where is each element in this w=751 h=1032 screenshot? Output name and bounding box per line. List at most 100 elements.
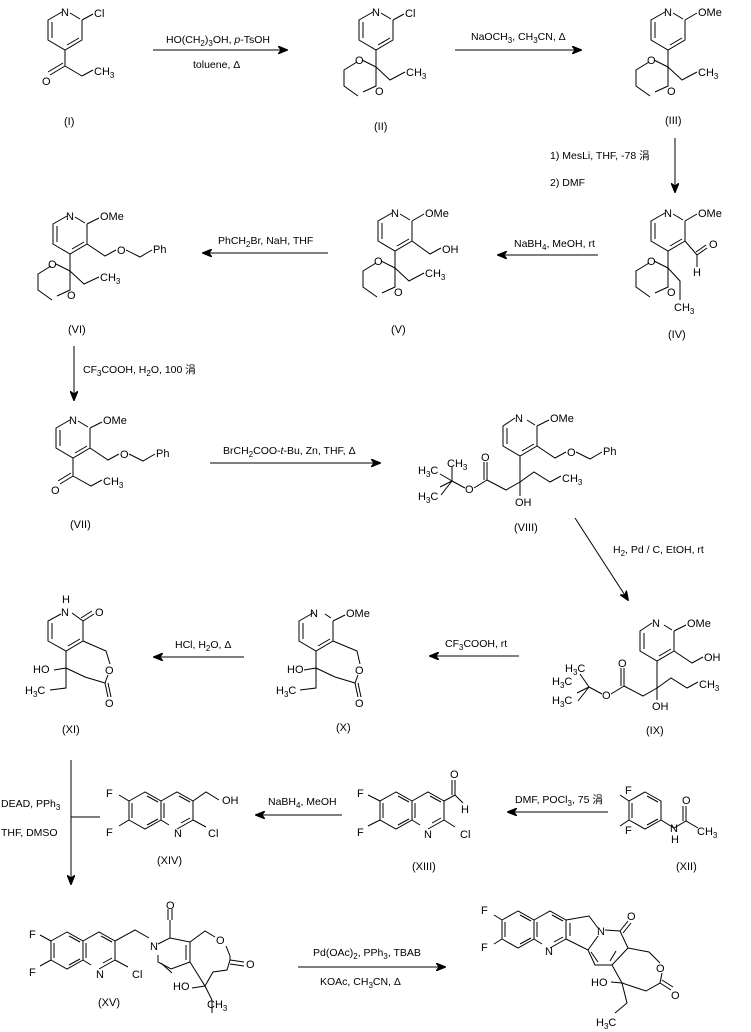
- atom-N: N: [664, 7, 672, 19]
- atom-N: N: [310, 608, 318, 620]
- atom-N: N: [424, 829, 432, 841]
- atom-N: N: [66, 211, 74, 223]
- compound-XI: H N O O O HO H3C (XI): [25, 594, 114, 736]
- atom-F: F: [481, 905, 488, 917]
- compound-XV: F F N Cl N O O O HO CH3 (XV): [29, 900, 255, 1013]
- atom-N: N: [515, 413, 523, 425]
- atom-H: H: [671, 834, 679, 846]
- reaction-condition-above: BrCH2COO-t-Bu, Zn, THF, Δ: [223, 445, 356, 459]
- compound-VII: N OMe O Ph O CH3 (VII): [51, 415, 169, 531]
- atom-O: O: [667, 86, 676, 98]
- reaction-arrow-9: CF3COOH, rt: [430, 638, 519, 656]
- atom-O: O: [667, 287, 676, 299]
- atom-O: O: [567, 447, 576, 459]
- atom-N: N: [69, 415, 77, 427]
- compound-label-VII: (VII): [70, 519, 91, 531]
- atom-O: O: [709, 239, 718, 251]
- atom-O: O: [618, 658, 627, 670]
- atom-N: N: [391, 208, 399, 220]
- atom-F: F: [481, 942, 488, 954]
- compound-label-X: (X): [336, 722, 351, 734]
- hydroxyl-group: OH: [704, 652, 721, 664]
- atom-N: N: [652, 618, 660, 630]
- atom-O: O: [120, 449, 129, 461]
- atom-O: O: [105, 698, 114, 710]
- methyl-group: CH3: [674, 302, 695, 316]
- hydroxyl-group: OH: [515, 497, 532, 509]
- reaction-condition-below: KOAc, CH3CN, Δ: [320, 976, 401, 990]
- reaction-condition-above: CF3COOH, rt: [445, 638, 507, 652]
- reaction-arrow-6: CF3COOH, H2O, 100 涓: [74, 346, 196, 400]
- atom-O: O: [48, 259, 57, 271]
- reaction-condition-above: Pd(OAc)2, PPh3, TBAB: [313, 947, 421, 961]
- compound-VIII: N OMe O Ph O O OH CH3 CH3 H3C H3C (VIII): [418, 413, 616, 534]
- compound-label-XIV: (XIV): [157, 855, 182, 867]
- atom-O: O: [647, 256, 656, 268]
- methyl-group: CH3: [94, 66, 115, 80]
- reaction-condition-above: DMF, POCl3, 75 涓: [515, 794, 603, 808]
- compound-VI: N OMe O Ph O O CH3 (VI): [37, 211, 166, 336]
- atom-O: O: [355, 698, 364, 710]
- atom-N: N: [372, 7, 380, 19]
- compound-label-VI: (VI): [68, 324, 86, 336]
- methyl-group: CH3: [207, 999, 228, 1013]
- compound-label-VIII: (VIII): [514, 522, 538, 534]
- compound-I: N Cl O CH3 (I): [42, 7, 115, 128]
- atom-O: O: [682, 795, 691, 807]
- hydroxyl-group: OH: [442, 244, 459, 256]
- methoxy-group: OMe: [100, 211, 124, 223]
- reaction-arrow-2: NaOCH3, CH3CN, Δ: [455, 31, 581, 50]
- compound-XIV: F F N Cl OH (XIV): [106, 788, 239, 867]
- compound-III: N OMe O O CH3 (III): [635, 7, 722, 127]
- methyl-group: CH3: [425, 268, 446, 282]
- methyl-group: H3C: [418, 465, 438, 479]
- methyl-group: CH3: [699, 679, 720, 693]
- atom-F: F: [625, 785, 632, 797]
- atom-Cl: Cl: [208, 828, 218, 840]
- reaction-arrow-7: BrCH2COO-t-Bu, Zn, THF, Δ: [210, 445, 380, 463]
- compound-label-XII: (XII): [676, 861, 697, 873]
- atom-O: O: [105, 665, 114, 677]
- atom-O: O: [42, 76, 51, 88]
- reaction-condition-line1: 1) MesLi, THF, -78 涓: [550, 150, 650, 162]
- reaction-condition-above: CF3COOH, H2O, 100 涓: [83, 364, 196, 378]
- methoxy-group: OMe: [425, 208, 449, 220]
- atom-N: N: [61, 7, 69, 19]
- methyl-group: CH3: [406, 67, 427, 81]
- atom-F: F: [29, 929, 36, 941]
- reaction-condition-line1: DEAD, PPh3: [1, 798, 61, 812]
- atom-O: O: [627, 911, 636, 923]
- methyl-group: CH3: [103, 476, 124, 490]
- atom-N: N: [597, 926, 605, 938]
- atom-O: O: [450, 769, 459, 781]
- methoxy-group: OMe: [698, 7, 722, 19]
- reaction-condition-above: PhCH2Br, NaH, THF: [218, 235, 313, 249]
- compound-II: N Cl O O CH3 (II): [343, 7, 427, 133]
- methoxy-group: OMe: [103, 415, 127, 427]
- atom-N: N: [174, 828, 182, 840]
- atom-O: O: [51, 485, 60, 497]
- atom-N: N: [545, 946, 553, 958]
- reaction-arrow-8: H2, Pd / C, EtOH, rt: [574, 517, 704, 600]
- atom-N: N: [96, 969, 104, 981]
- methyl-group: CH3: [447, 458, 468, 472]
- methoxy-group: OMe: [346, 608, 370, 620]
- compound-label-II: (II): [374, 121, 387, 133]
- reaction-condition-above: NaBH4, MeOH: [268, 796, 337, 810]
- compound-label-I: (I): [64, 116, 74, 128]
- atom-F: F: [106, 827, 113, 839]
- compound-XII: F F O N H CH3 (XII): [619, 785, 718, 873]
- methyl-group: H3C: [276, 685, 296, 699]
- compound-label-V: (V): [391, 324, 406, 336]
- atom-O: O: [656, 963, 665, 975]
- methyl-group: CH3: [698, 67, 719, 81]
- reaction-arrow-5: PhCH2Br, NaH, THF: [203, 235, 328, 253]
- reaction-condition-above: HCl, H2O, Δ: [175, 639, 231, 653]
- atom-O: O: [355, 55, 364, 67]
- atom-O: O: [481, 452, 490, 464]
- atom-F: F: [29, 967, 36, 979]
- reaction-arrow-10: HCl, H2O, Δ: [154, 639, 244, 657]
- atom-F: F: [106, 788, 113, 800]
- hydroxyl-group: HO: [173, 981, 190, 993]
